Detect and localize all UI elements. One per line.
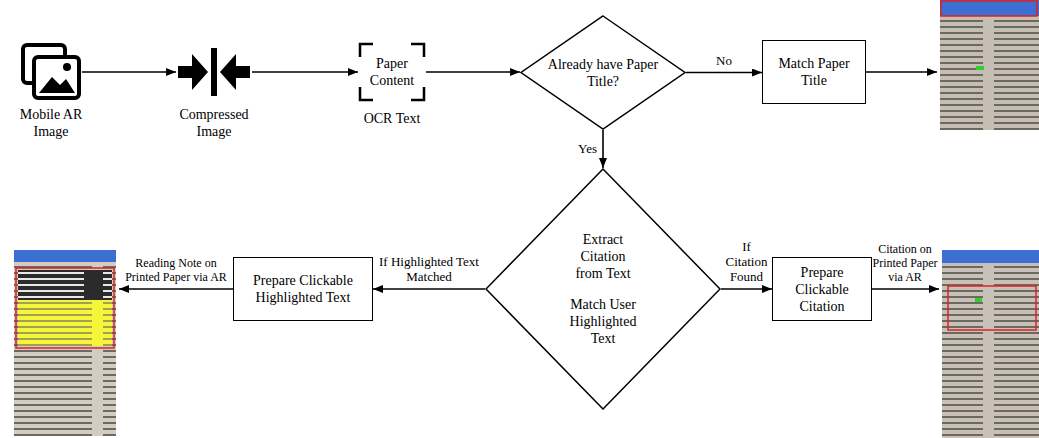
node-text: Already have Paper Title? [542,56,664,90]
screenshot-bottom-right [942,250,1039,438]
edge-label: No [704,53,744,68]
screenshot-page [14,250,116,436]
node-text: Paper Content [360,55,424,89]
diamond-shape [486,169,720,409]
flow-arrow [82,71,176,73]
edge-label: If Citation Found [724,239,770,284]
screenshot-top-right [940,0,1039,130]
flow-arrow [686,72,762,74]
screenshot-text-lines [14,264,116,436]
title-highlight-box [941,1,1037,16]
citation-marker [975,298,982,302]
screenshot-text-lines [942,266,1039,438]
note-lines [18,272,112,298]
content-frame-area: Paper Content [358,42,426,102]
node-text: Prepare Clickable Highlighted Text [241,272,365,306]
image-icon-front [34,57,79,98]
node-text: Match User Highlighted Text [566,296,640,347]
image-icon-sun [63,63,71,71]
step-icon [20,42,82,102]
screenshot-text-lines [940,20,1039,130]
screenshot-header [940,0,1039,16]
decision-diamond: Already have Paper Title? [520,15,686,130]
diamond-outline [520,15,686,130]
diamond-content: Extract Citation from TextMatch User Hig… [485,168,721,410]
node-text: OCR Text [342,110,442,127]
node-text: Extract Citation from Text [566,231,640,282]
diamond-outline [485,168,721,410]
node-text: Mobile AR Image [6,106,96,140]
screenshot-page [942,250,1039,438]
citation-marker [976,66,984,70]
flow-arrow [721,288,772,290]
highlighted-lines [18,300,112,346]
diamond-shape [521,16,685,129]
compress-arrow [220,54,250,90]
corner-brackets [358,42,426,102]
process-box: Prepare Clickable Highlighted Text [233,257,373,321]
process-box: Prepare Clickable Citation [772,257,872,321]
node-text: Prepare Clickable Citation [785,264,859,315]
corner-bracket-path [360,44,424,100]
content-frame: Paper ContentOCR Text [358,42,426,127]
screenshot-left [14,250,116,436]
edge-label: Yes [557,141,597,156]
edge-label: If Highlighted Text Matched [379,254,479,284]
citation-highlight-box [948,286,1036,330]
decision-diamond: Extract Citation from TextMatch User Hig… [485,168,721,410]
compress-bar [211,48,217,96]
screenshot-header [14,250,116,262]
flow-arrow [373,288,485,290]
note-highlight-box [16,268,114,348]
output-arrow [866,71,937,73]
icon-step: Mobile AR Image [20,42,82,140]
step-icon [176,42,252,102]
output-note: Reading Note on Printed Paper via AR [122,256,230,284]
node-text: Compressed Image [169,106,259,140]
highlighted-area [18,300,112,346]
screenshot-page [940,0,1039,130]
frame-caption: OCR Text [342,110,442,127]
diamond-content: Already have Paper Title? [520,15,686,130]
output-note: Citation on Printed Paper via AR [870,242,940,284]
flow-arrow [252,71,358,73]
screenshot-header [942,250,1039,263]
output-arrow [119,288,233,290]
flow-arrow [426,71,520,73]
image-icon-mountain [39,77,75,93]
node-text: Match Paper Title [772,55,856,89]
process-box: Match Paper Title [762,40,866,104]
icon-step: Compressed Image [176,42,252,140]
output-arrow [872,288,939,290]
note-popup [18,270,112,300]
compress-arrow [178,54,208,90]
flow-arrow [602,130,604,168]
